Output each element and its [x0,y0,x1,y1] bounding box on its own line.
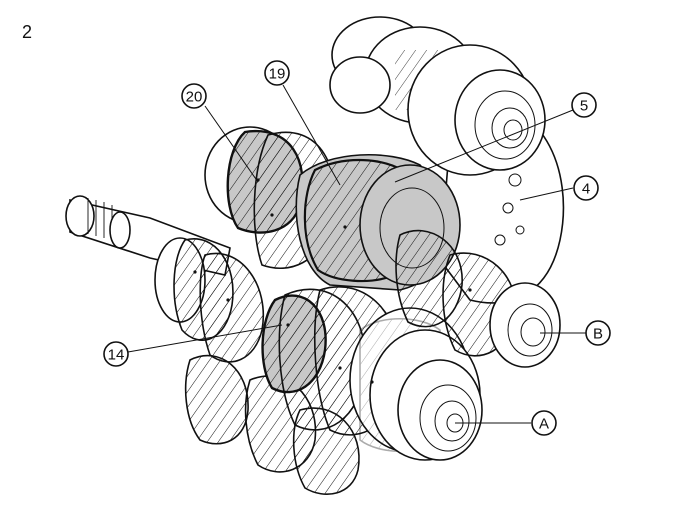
callout-A-label: A [539,416,549,433]
callout-20: 20 [181,83,207,109]
callout-19: 19 [264,60,290,86]
upper-rear-gear-stack [329,16,546,176]
figure-number: 2 [22,22,33,42]
leader-lines [127,84,586,424]
callout-B: B [585,320,611,346]
main-shaft-left-gears [154,237,265,363]
callout-14: 14 [103,341,129,367]
callout-20-label: 20 [186,89,203,106]
callout-4-label: 4 [582,181,590,198]
callout-19-label: 19 [269,66,286,83]
right-gear-stack-B [395,229,561,368]
front-gear-stack-A [278,286,483,461]
callout-B-label: B [593,326,603,343]
callout-5-label: 5 [580,98,588,115]
callout-4: 4 [573,175,599,201]
callout-14-label: 14 [108,347,125,364]
callout-A: A [531,410,557,436]
callout-5: 5 [571,92,597,118]
